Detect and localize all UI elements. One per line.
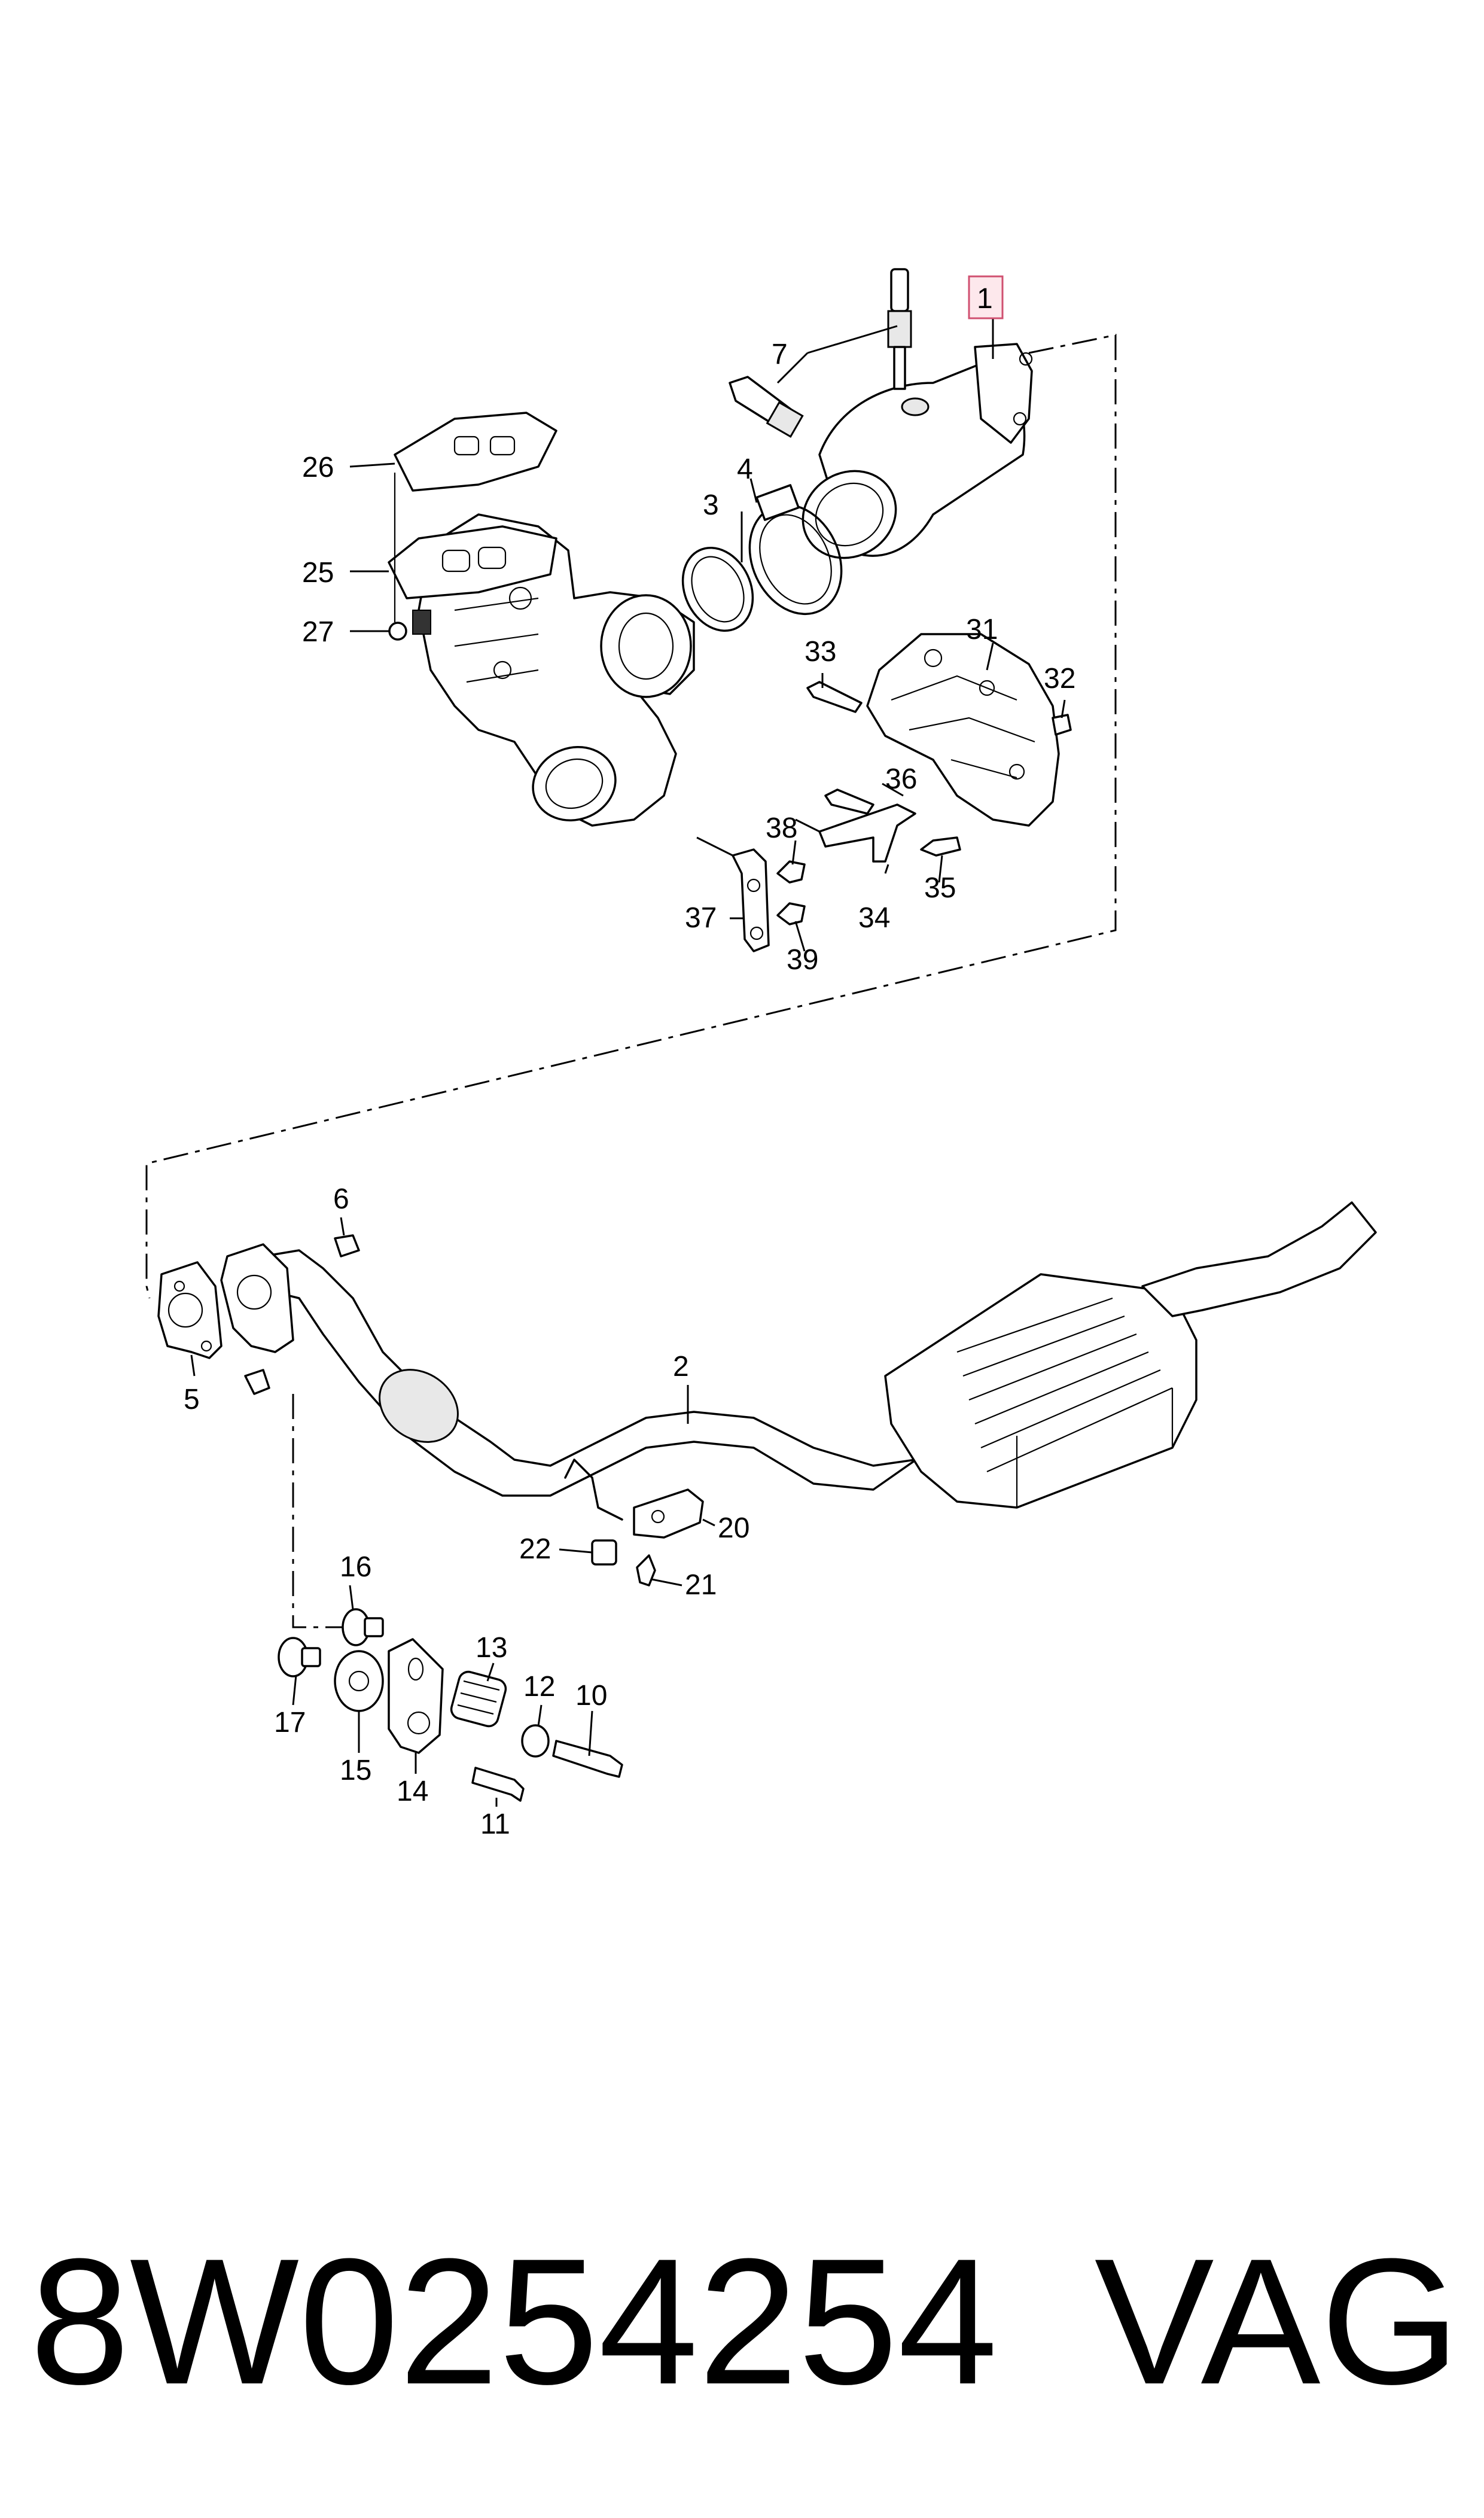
bushing-16[interactable] bbox=[342, 1608, 384, 1646]
callout-25: 25 bbox=[302, 557, 334, 589]
exhaust-pipe-with-muffler[interactable] bbox=[250, 1201, 1377, 1509]
callout-5: 5 bbox=[184, 1384, 200, 1415]
bolt-38[interactable] bbox=[776, 860, 806, 884]
turbo-gasket-lower[interactable] bbox=[388, 525, 557, 599]
callout-22: 22 bbox=[519, 1533, 551, 1565]
clip-nut[interactable] bbox=[591, 1539, 617, 1566]
leader-lines bbox=[190, 302, 1066, 1807]
callout-38: 38 bbox=[766, 812, 797, 844]
heat-shield[interactable] bbox=[866, 633, 1060, 827]
hanger-bolt[interactable] bbox=[636, 1554, 656, 1587]
flange-nut[interactable] bbox=[334, 1234, 360, 1258]
callout-4: 4 bbox=[737, 453, 753, 485]
pipe-flange[interactable] bbox=[220, 1243, 294, 1353]
callout-17: 17 bbox=[274, 1707, 306, 1738]
bracket-37[interactable] bbox=[732, 848, 770, 952]
bolt-36[interactable] bbox=[824, 788, 874, 815]
bolt-35[interactable] bbox=[920, 836, 961, 857]
callout-32: 32 bbox=[1044, 663, 1075, 695]
callout-16: 16 bbox=[340, 1551, 371, 1583]
catalytic-converter[interactable] bbox=[787, 343, 1033, 575]
rubber-mount-15[interactable] bbox=[334, 1650, 384, 1712]
callout-1-highlight bbox=[968, 275, 1004, 319]
group-boundary-dashed bbox=[145, 334, 1117, 1628]
callout-2: 2 bbox=[673, 1351, 689, 1383]
callout-34: 34 bbox=[858, 902, 890, 934]
callout-12: 12 bbox=[523, 1671, 555, 1703]
hardware-connector-line bbox=[696, 818, 820, 857]
sealing-ring[interactable] bbox=[670, 537, 766, 643]
callout-26: 26 bbox=[302, 452, 334, 483]
callout-31: 31 bbox=[966, 614, 998, 646]
pipe-bracket-small bbox=[244, 1369, 270, 1395]
callout-33: 33 bbox=[805, 636, 836, 668]
pipe-clamp[interactable] bbox=[733, 484, 859, 629]
oxygen-sensor-lower[interactable] bbox=[729, 376, 804, 438]
callout-10: 10 bbox=[575, 1680, 607, 1712]
oxygen-sensor-upper[interactable] bbox=[887, 268, 912, 390]
bolt-33[interactable] bbox=[806, 681, 863, 713]
callout-39: 39 bbox=[787, 944, 818, 976]
callout-27: 27 bbox=[302, 616, 334, 648]
spring-13[interactable] bbox=[449, 1670, 508, 1728]
bolt-10[interactable] bbox=[552, 1740, 623, 1778]
part-number: 8W0254254 bbox=[30, 2221, 998, 2422]
callout-7: 7 bbox=[772, 339, 788, 370]
callout-3: 3 bbox=[703, 489, 719, 521]
callout-1: 1 bbox=[977, 283, 993, 315]
turbo-gasket-upper[interactable] bbox=[394, 412, 557, 492]
turbocharger[interactable] bbox=[412, 513, 695, 832]
callout-6: 6 bbox=[333, 1183, 349, 1215]
bracket-34[interactable] bbox=[818, 803, 916, 863]
bolt-39[interactable] bbox=[776, 902, 806, 925]
callout-14: 14 bbox=[397, 1776, 428, 1807]
hanger-bracket[interactable] bbox=[633, 1488, 704, 1539]
bushing-17[interactable] bbox=[278, 1637, 321, 1677]
callout-21: 21 bbox=[685, 1569, 717, 1601]
callout-37: 37 bbox=[685, 902, 717, 934]
callout-13: 13 bbox=[476, 1632, 507, 1664]
washer-12[interactable] bbox=[521, 1724, 550, 1758]
callout-20: 20 bbox=[718, 1512, 749, 1544]
brand-label: VAG bbox=[1094, 2221, 1460, 2422]
turbo-nut[interactable] bbox=[388, 622, 407, 641]
callout-15: 15 bbox=[340, 1755, 371, 1786]
callout-36: 36 bbox=[885, 763, 917, 795]
bracket-14[interactable] bbox=[388, 1638, 444, 1754]
callout-35: 35 bbox=[924, 872, 956, 904]
hanger-rod bbox=[564, 1459, 623, 1521]
callout-labels: 1 7 4 3 26 25 27 31 32 33 36 38 34 35 37… bbox=[184, 275, 1075, 1840]
bolt-11[interactable] bbox=[471, 1767, 525, 1802]
callout-11: 11 bbox=[480, 1808, 510, 1840]
flange-gasket[interactable] bbox=[157, 1261, 223, 1359]
